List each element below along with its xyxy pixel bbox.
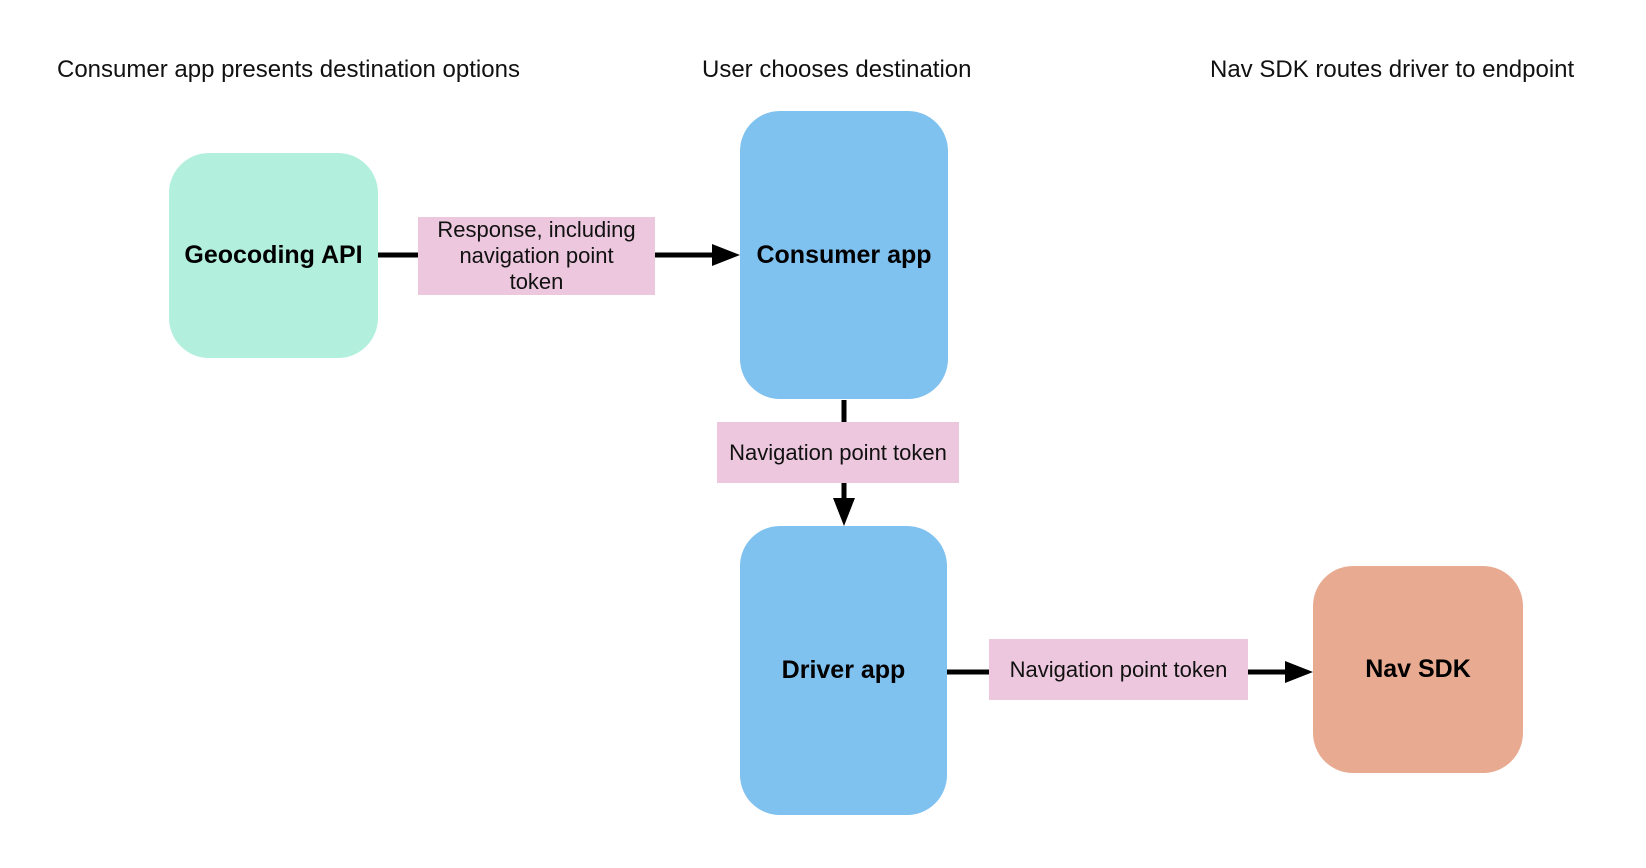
node-driver-app: Driver app [740,526,947,815]
edge-label-navigation-point-token-2: Navigation point token [989,639,1248,700]
stage-label-consumer-presents: Consumer app presents destination option… [57,56,520,83]
node-nav-sdk-label: Nav SDK [1365,655,1471,683]
stage-label-navsdk-routes: Nav SDK routes driver to endpoint [1210,56,1575,83]
node-nav-sdk: Nav SDK [1313,566,1523,773]
node-driver-app-label: Driver app [781,656,906,684]
node-geocoding-api-label: Geocoding API [184,241,363,269]
edge-label-navigation-point-token-1: Navigation point token [717,422,959,483]
arrowhead-driver-to-navsdk [1285,661,1313,683]
arrowhead-geocoding-to-consumer [712,244,740,266]
node-geocoding-api: Geocoding API [169,153,378,358]
node-consumer-app: Consumer app [740,111,948,399]
edge-label-response-token: Response, including navigation point tok… [418,217,655,295]
arrowhead-consumer-to-driver [833,498,855,526]
stage-label-user-chooses: User chooses destination [702,56,972,83]
node-consumer-app-label: Consumer app [756,240,932,269]
